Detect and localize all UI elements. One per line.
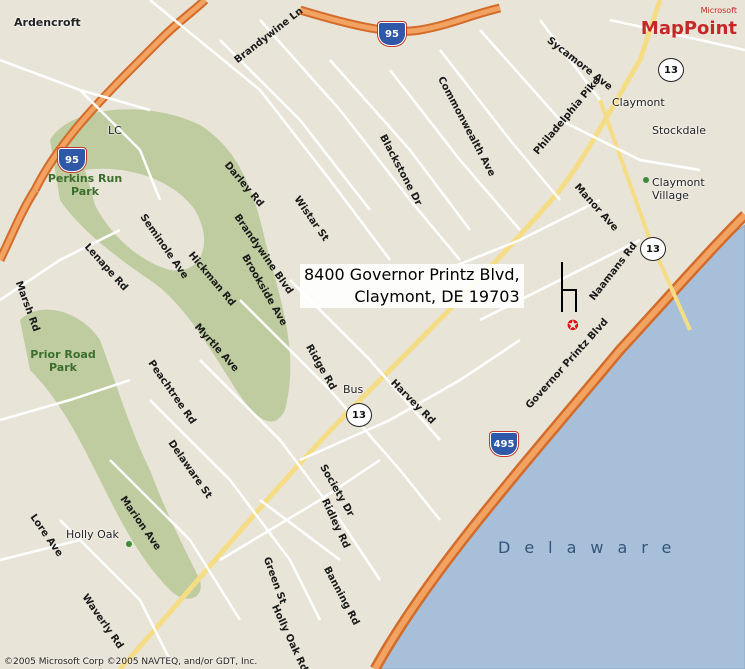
address-line-1: 8400 Governor Printz Blvd,	[304, 265, 520, 284]
brand-microsoft: Microsoft	[700, 6, 737, 15]
park-prior-road: Prior Road Park	[30, 348, 96, 374]
place-claymont-village: Claymont Village	[652, 176, 705, 202]
address-leader-line	[561, 262, 577, 312]
route-13-shield-east: 13	[640, 237, 666, 261]
place-lc: LC	[108, 124, 122, 137]
claymont-village-poi-icon	[643, 177, 649, 183]
place-claymont: Claymont	[612, 96, 665, 109]
prior-road-park-area	[20, 309, 201, 599]
place-bus: Bus	[343, 383, 364, 396]
place-ardencroft: Ardencroft	[14, 16, 81, 29]
water-label-delaware: Delaware	[498, 538, 686, 557]
copyright-notice: ©2005 Microsoft Corp ©2005 NAVTEQ, and/o…	[4, 657, 258, 667]
interstate-95-shield-west: 95	[58, 148, 86, 172]
brand-mappoint: MapPoint	[640, 18, 737, 39]
route-13-shield-bus: 13	[346, 403, 372, 427]
place-holly-oak: Holly Oak	[66, 528, 119, 541]
location-pin-icon[interactable]: ✪	[567, 318, 579, 334]
park-perkins-run: Perkins Run Park	[47, 172, 123, 198]
route-13-shield-north: 13	[658, 58, 684, 82]
holly-oak-poi-icon	[126, 541, 132, 547]
address-callout: 8400 Governor Printz Blvd, Claymont, DE …	[300, 264, 524, 308]
address-line-2: Claymont, DE 19703	[354, 287, 520, 306]
place-stockdale: Stockdale	[652, 124, 706, 137]
interstate-95-shield-north: 95	[378, 22, 406, 46]
park-inner-land	[85, 168, 205, 271]
interstate-495-shield: 495	[490, 432, 518, 456]
